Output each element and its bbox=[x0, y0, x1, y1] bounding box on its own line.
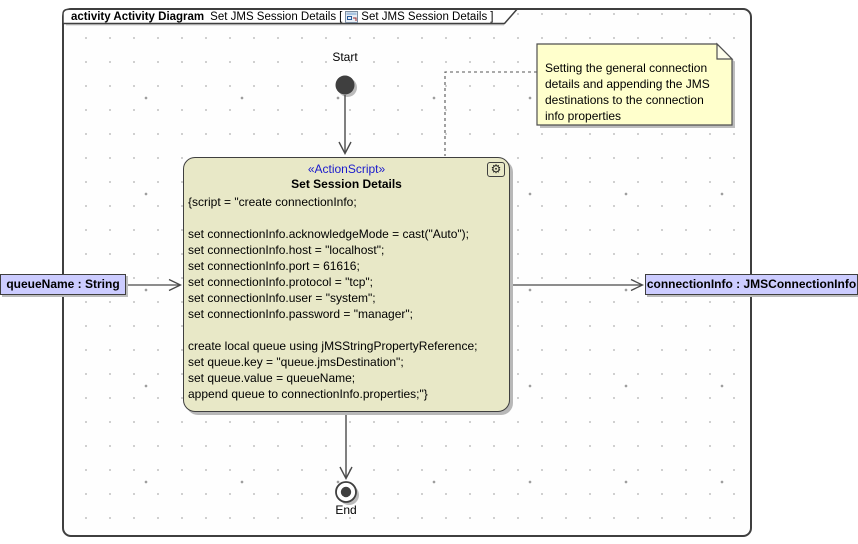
arrowhead-into-end bbox=[339, 466, 353, 481]
input-pin-queuename[interactable]: queueName : String bbox=[0, 274, 126, 295]
note-text: Setting the general connection details an… bbox=[545, 60, 727, 124]
text-line: set connectionInfo.port = 61616; bbox=[188, 259, 360, 273]
text-line: set queue.key = "queue.jmsDestination"; bbox=[188, 355, 404, 369]
text-line: set connectionInfo.protocol = "tcp"; bbox=[188, 275, 373, 289]
text-line: append queue to connectionInfo.propertie… bbox=[188, 387, 428, 401]
gear-icon: ⚙ bbox=[487, 162, 505, 177]
frame-tab-shape bbox=[62, 8, 519, 25]
text-line: set connectionInfo.host = "localhost"; bbox=[188, 243, 385, 257]
diagram-name: Set JMS Session Details bbox=[210, 10, 337, 23]
arrowhead-into-action-top bbox=[338, 141, 352, 156]
end-node-inner-dot bbox=[340, 486, 352, 498]
end-label: End bbox=[335, 503, 357, 517]
text-line: details and appending the JMS bbox=[545, 77, 710, 91]
start-node[interactable] bbox=[335, 75, 355, 95]
action-name: Set Session Details bbox=[291, 177, 402, 191]
action-stereotype: «ActionScript» bbox=[307, 162, 386, 176]
text-line: set queue.value = queueName; bbox=[188, 371, 356, 385]
bracket-close: ] bbox=[490, 10, 494, 23]
output-pin-connectioninfo[interactable]: connectionInfo : JMSConnectionInfo bbox=[645, 274, 858, 295]
bracket-diagram-name: Set JMS Session Details bbox=[361, 10, 488, 23]
text-line: destinations to the connection bbox=[545, 93, 704, 107]
text-line: {script = "create connectionInfo; bbox=[188, 195, 357, 209]
action-script-body: {script = "create connectionInfo; set co… bbox=[184, 194, 509, 402]
arrowhead-into-output-pin bbox=[630, 278, 645, 292]
text-line: info properties bbox=[545, 109, 622, 123]
text-line: set connectionInfo.password = "manager"; bbox=[188, 307, 413, 321]
note-fold-corner bbox=[716, 42, 734, 60]
note-shape[interactable] bbox=[536, 43, 733, 126]
arrowhead-into-action-left bbox=[168, 278, 183, 292]
output-pin-label: connectionInfo : JMSConnectionInfo bbox=[646, 277, 857, 291]
text-line: set connectionInfo.user = "system"; bbox=[188, 291, 376, 305]
activity-diagram-icon bbox=[345, 10, 359, 23]
bracket-open: [ bbox=[339, 10, 343, 23]
text-line bbox=[188, 322, 509, 338]
text-line: set connectionInfo.acknowledgeMode = cas… bbox=[188, 227, 470, 241]
frame-keyword: activity Activity Diagram bbox=[71, 10, 205, 23]
note-link-connector[interactable] bbox=[444, 71, 537, 156]
input-pin-label: queueName : String bbox=[6, 277, 120, 291]
start-label: Start bbox=[332, 50, 358, 64]
text-line: Setting the general connection bbox=[545, 61, 708, 75]
frame-tab: activity Activity Diagram Set JMS Sessio… bbox=[71, 10, 493, 23]
text-line: create local queue using jMSStringProper… bbox=[188, 339, 478, 353]
text-line bbox=[188, 210, 509, 226]
action-node-set-session-details[interactable]: «ActionScript» Set Session Details ⚙ {sc… bbox=[183, 157, 510, 412]
